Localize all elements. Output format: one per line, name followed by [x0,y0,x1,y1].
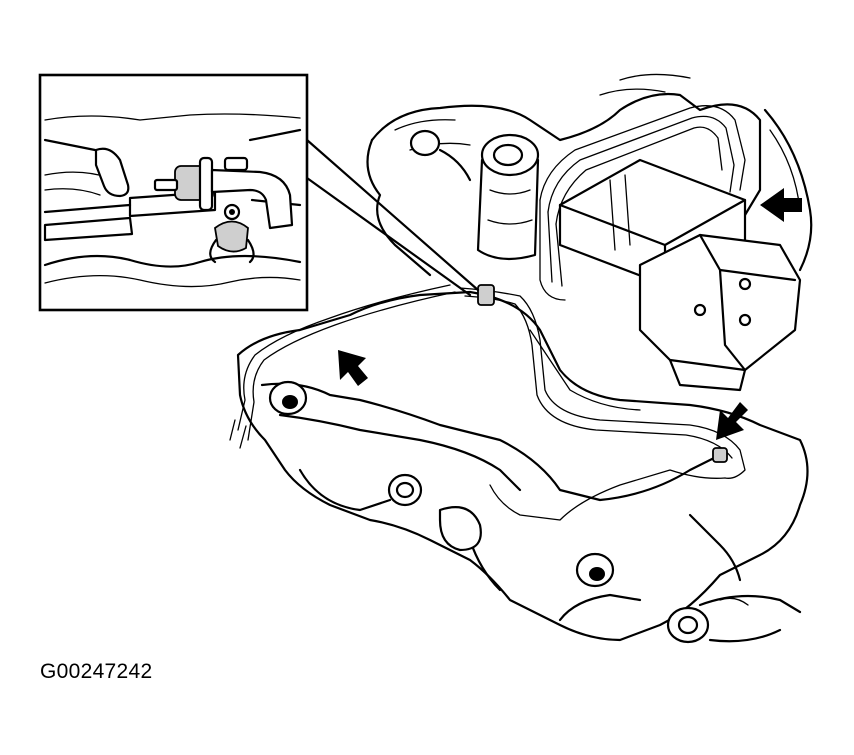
arrow-icon [760,188,802,222]
leader-lines [305,138,480,297]
figure-id-label: G00247242 [40,660,153,683]
arrow-icon [716,402,748,440]
vacuum-hose-routing [229,284,746,521]
intake-manifold [236,290,809,644]
abs-modulator-unit [539,105,802,392]
callout-arrows [338,188,802,440]
detail-inset [38,73,309,312]
oil-filler-neck [409,129,540,261]
arrow-icon [338,350,368,386]
